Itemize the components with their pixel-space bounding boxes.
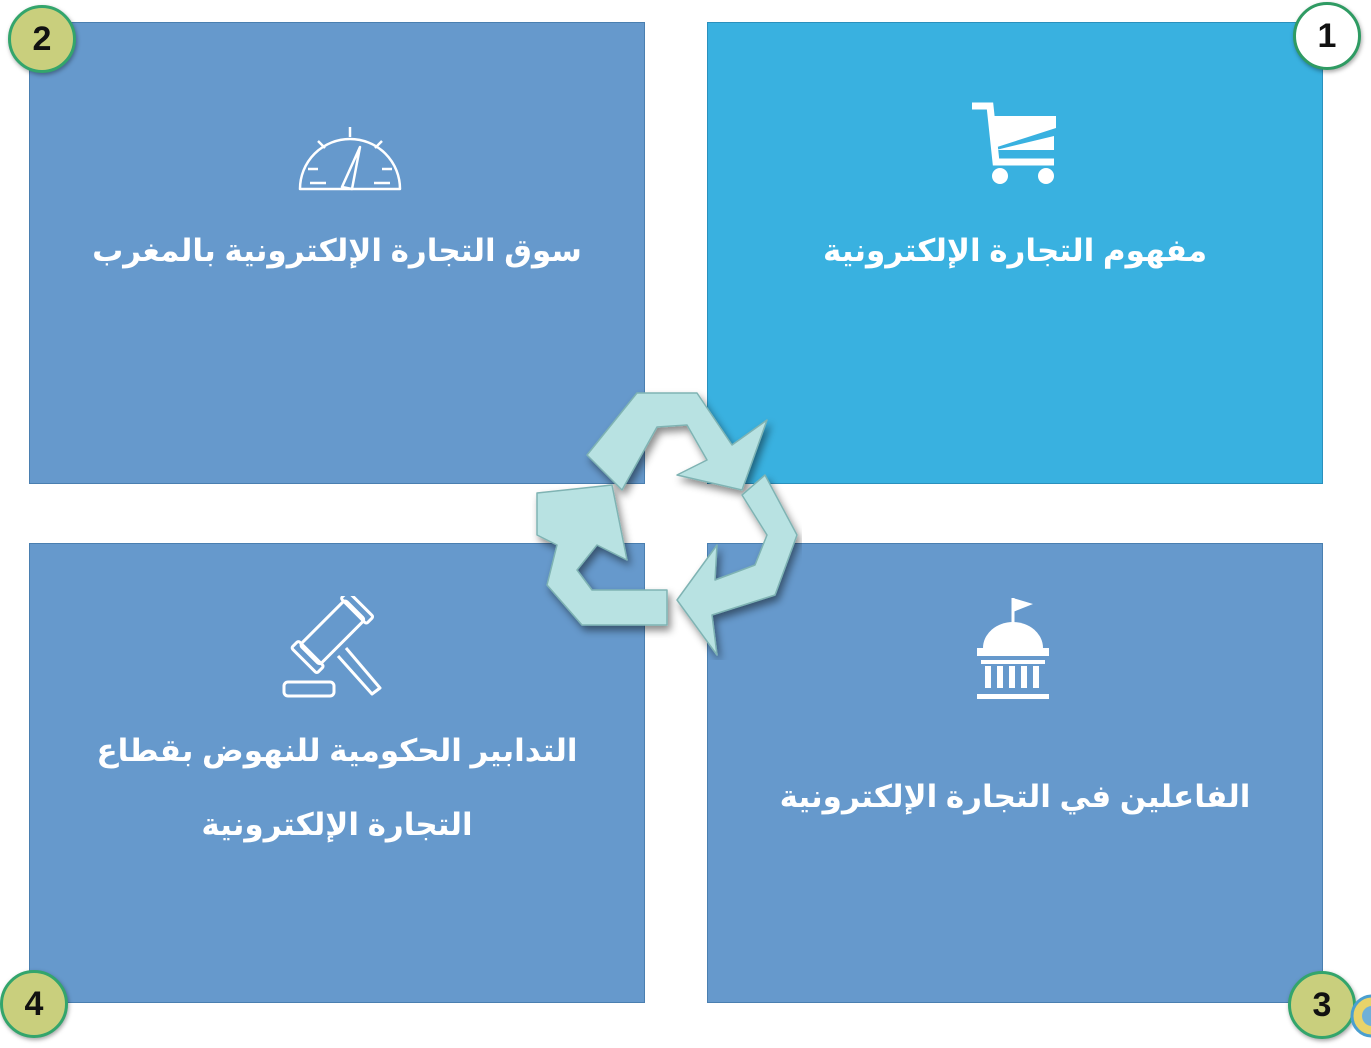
badge-1: 1 xyxy=(1293,2,1361,70)
badge-4: 4 xyxy=(0,970,68,1038)
recycle-icon xyxy=(527,385,802,665)
logo-icon xyxy=(1350,988,1371,1048)
panel-3[interactable]: الفاعلين في التجارة الإلكترونية xyxy=(707,543,1323,1003)
panel-1[interactable]: مفهوم التجارة الإلكترونية xyxy=(707,22,1323,484)
shopping-cart-icon xyxy=(966,98,1066,193)
panel-3-title: الفاعلين في التجارة الإلكترونية xyxy=(779,779,1251,814)
panel-4-title-line-1: التدابير الحكومية للنهوض بقطاع xyxy=(96,733,578,768)
government-building-icon xyxy=(973,594,1053,709)
speedometer-icon xyxy=(292,111,408,202)
badge-2: 2 xyxy=(8,5,76,73)
badge-3: 3 xyxy=(1288,971,1356,1039)
panel-1-title: مفهوم التجارة الإلكترونية xyxy=(822,233,1208,268)
panel-4[interactable]: التدابير الحكومية للنهوض بقطاع التجارة ا… xyxy=(29,543,645,1003)
gavel-icon xyxy=(276,590,396,711)
panel-2[interactable]: سوق التجارة الإلكترونية بالمغرب xyxy=(29,22,645,484)
panel-4-title-line-2: التجارة الإلكترونية xyxy=(201,807,473,842)
panel-4-title: التدابير الحكومية للنهوض بقطاع التجارة ا… xyxy=(30,714,644,862)
panel-2-title: سوق التجارة الإلكترونية بالمغرب xyxy=(92,233,582,268)
